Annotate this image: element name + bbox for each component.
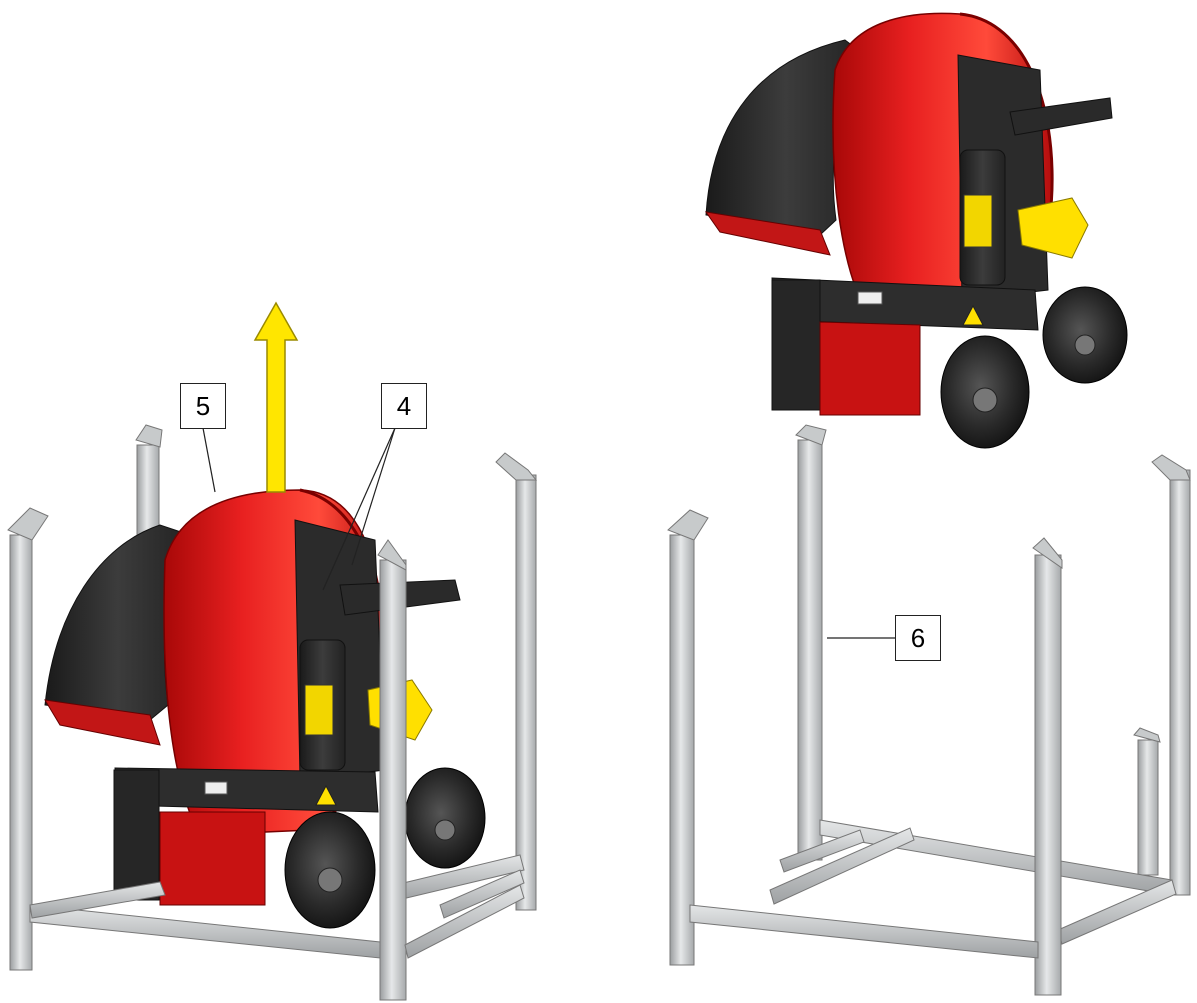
callout-5: 5: [180, 383, 226, 429]
lift-arrow-icon: [253, 301, 299, 493]
leader-line: [351, 427, 396, 566]
warning-label: [963, 194, 993, 248]
frame-beam: [1057, 879, 1177, 945]
warning-label: [304, 684, 334, 736]
hitch-arm: [1009, 97, 1113, 136]
frame-skid: [779, 829, 865, 873]
wheel-hub: [972, 387, 998, 413]
leader-line: [322, 427, 396, 591]
frame-beam: [29, 904, 381, 959]
left-frame-front: [7, 507, 525, 1001]
frame-post: [1169, 469, 1191, 896]
frame-post-cap: [377, 539, 407, 571]
intake-box: [159, 811, 266, 906]
left-machine: [44, 488, 486, 929]
wheel-hub: [434, 819, 456, 841]
chassis-leg: [771, 279, 821, 411]
frame-post: [9, 534, 33, 971]
frame-post-cap: [667, 509, 709, 541]
wheel: [404, 767, 486, 869]
frame-post: [1034, 554, 1062, 996]
frame-post: [1137, 739, 1159, 876]
intake-box: [819, 321, 921, 416]
frame-post-cap: [1151, 454, 1191, 481]
frame-post-cap: [135, 424, 163, 448]
pto-cone: [1017, 197, 1089, 259]
frame-skid: [769, 827, 915, 905]
warning-sticker-icon: [962, 304, 984, 326]
serial-plate: [204, 781, 228, 795]
frame-post-cap: [1032, 537, 1063, 569]
frame-beam: [29, 881, 166, 919]
deflector-hood: [705, 39, 866, 236]
wheel-hub: [317, 867, 343, 893]
wheel-hub: [1074, 334, 1096, 356]
deflector-flap: [44, 699, 161, 746]
frame-post-cap: [495, 452, 538, 481]
frame-post-cap: [795, 424, 827, 446]
chassis-leg: [113, 769, 160, 901]
frame-beam: [404, 884, 525, 959]
frame-beam: [689, 904, 1039, 959]
frame-beam: [439, 869, 525, 919]
frame-post: [515, 474, 537, 911]
frame-post: [797, 439, 823, 861]
warning-sticker-icon: [315, 784, 337, 806]
callout-4: 4: [381, 383, 427, 429]
frame-post-cap: [7, 507, 49, 541]
deflector-flap: [704, 211, 831, 256]
right-frame: [667, 424, 1191, 996]
frame-post: [669, 534, 695, 966]
serial-plate: [857, 291, 883, 305]
frame-post: [379, 559, 407, 1001]
callout-6: 6: [895, 615, 941, 661]
right-machine: [704, 12, 1128, 449]
leader-line: [202, 427, 216, 493]
frame-post-cap: [1133, 727, 1161, 743]
